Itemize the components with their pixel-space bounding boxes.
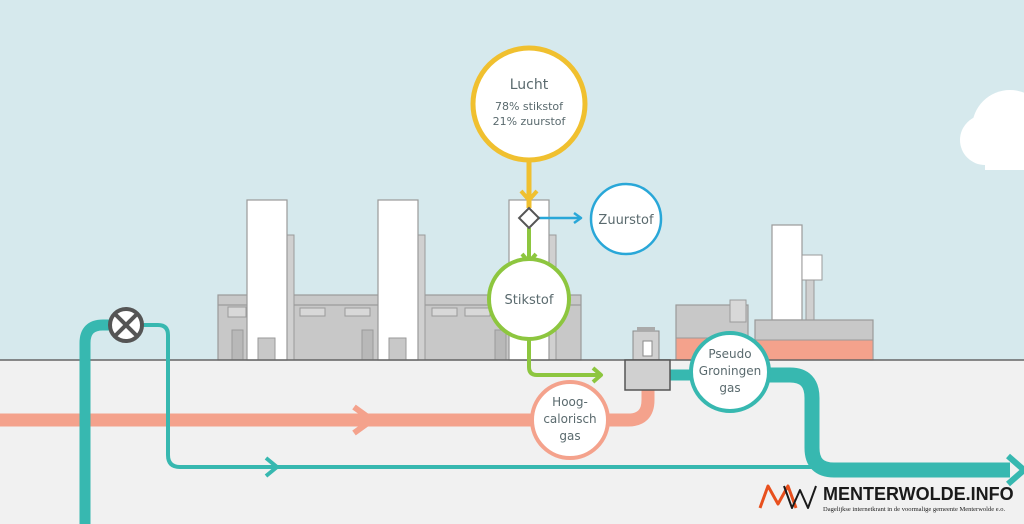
pseudo-gas-node: Pseudo Groningen gas (689, 331, 771, 413)
air-title: Lucht (510, 77, 549, 93)
air-oxygen-share: 21% zuurstof (493, 115, 567, 128)
mixer-box (624, 359, 671, 391)
pseudo-gas-line1: Pseudo (708, 347, 751, 361)
watermark: MENTERWOLDE.INFO Dagelijkse internetkran… (758, 484, 1014, 513)
nitrogen-label: Stikstof (505, 293, 554, 308)
watermark-logo (758, 484, 817, 509)
oxygen-pipe (538, 211, 583, 225)
watermark-name: MENTERWOLDE.INFO (823, 484, 1014, 504)
air-nitrogen-share: 78% stikstof (495, 100, 564, 113)
ground (0, 360, 1024, 524)
valve-icon[interactable] (108, 307, 144, 343)
high-cal-gas-line3: gas (559, 429, 580, 443)
control-hut (632, 327, 660, 361)
high-cal-gas-node: Hoog- calorisch gas (530, 380, 610, 460)
gas-supply-line (140, 323, 1010, 478)
main-gas-pipe (79, 319, 110, 524)
air-node: Lucht 78% stikstof 21% zuurstof (470, 45, 588, 163)
pseudo-gas-line3: gas (719, 381, 740, 395)
high-cal-gas-line1: Hoog- (552, 395, 588, 409)
separator-icon (517, 206, 541, 230)
air-pipe (519, 160, 539, 208)
tower-1 (246, 199, 295, 361)
pseudo-gas-line2: Groningen (699, 364, 761, 378)
nitrogen-node: Stikstof (487, 257, 571, 341)
cloud (960, 90, 1024, 170)
high-cal-gas-line2: calorisch (543, 412, 596, 426)
oxygen-node: Zuurstof (589, 182, 663, 256)
watermark-tagline: Dagelijkse internetkrant in de voormalig… (823, 506, 1005, 513)
tower-2 (377, 199, 426, 361)
oxygen-label: Zuurstof (598, 213, 654, 228)
